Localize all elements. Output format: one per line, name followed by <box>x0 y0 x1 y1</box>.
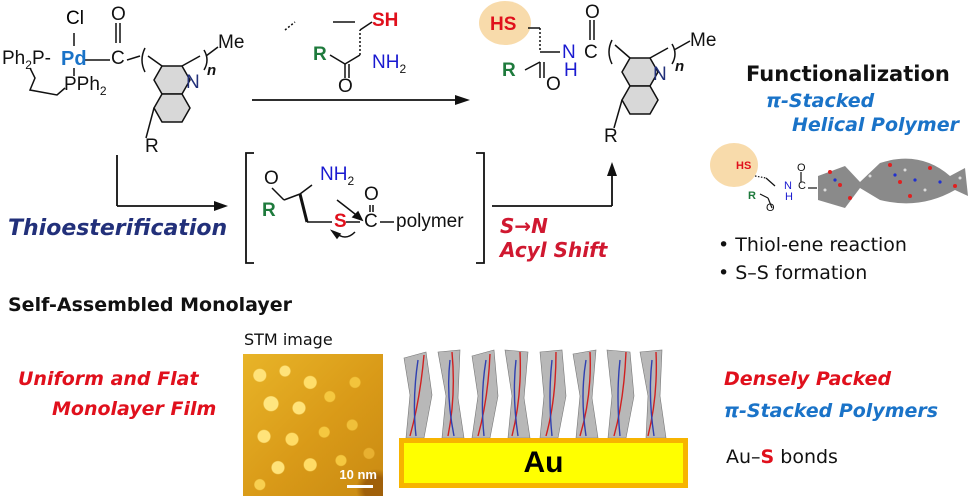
reagent-r-group: R <box>313 44 327 65</box>
uniform-line1: Uniform and Flat <box>18 368 199 390</box>
intermediate-thioester-carbon: C <box>364 211 378 232</box>
product-substituent-r: R <box>604 126 618 147</box>
intermediate-bonds <box>271 184 394 240</box>
reagent-carbonyl-oxygen: O <box>338 76 353 97</box>
acyl-shift-line2: Acyl Shift <box>500 238 608 262</box>
intermediate-brackets <box>245 152 485 264</box>
methyl-end-group: Me <box>218 32 245 53</box>
product-bonds <box>524 20 691 129</box>
quinoline-nitrogen: N <box>186 72 200 93</box>
mini-thiol: HS <box>736 160 752 172</box>
repeat-unit-n: n <box>207 62 217 79</box>
au-s-bonds-label: Au–S bonds <box>726 446 838 468</box>
diphenylphosphine-bottom: PPh2 <box>64 74 107 98</box>
mini-amide-n: N <box>784 180 792 192</box>
start-complex-bonds <box>28 23 219 139</box>
mini-amide-h: H <box>785 191 793 203</box>
gold-label: Au <box>523 446 564 479</box>
thiol-highlight-mini <box>710 143 758 187</box>
palladium-label: Pd <box>61 48 87 70</box>
intermediate-r-group: R <box>262 200 276 221</box>
intermediate-amine: NH2 <box>320 164 355 188</box>
mini-amide-o: O <box>797 162 806 174</box>
carbonyl-carbon: C <box>111 48 125 69</box>
mini-r-group: R <box>748 190 756 202</box>
packed-polymers-model <box>403 349 667 439</box>
product-r-group: R <box>502 60 516 81</box>
reagent-thiol: SH <box>372 10 399 31</box>
helical-polymer-line2: Helical Polymer <box>792 114 959 136</box>
reagent-amine: NH2 <box>372 52 407 76</box>
product-amide-oxygen: O <box>585 2 600 23</box>
gold-substrate: Au <box>399 438 688 488</box>
chloride-label: Cl <box>66 8 84 29</box>
mini-amide-c: C <box>798 180 806 192</box>
arrow-thioesterification <box>116 155 228 211</box>
product-methyl-end-group: Me <box>690 30 717 51</box>
intermediate-sulfur: S <box>334 211 347 232</box>
arrow-top <box>252 95 470 105</box>
product-amide-n: N <box>562 42 576 63</box>
intermediate-ketone-oxygen: O <box>264 168 279 189</box>
product-repeat-unit-n: n <box>675 58 685 75</box>
arrow-acyl-shift <box>492 162 617 207</box>
product-quinoline-nitrogen: N <box>653 64 667 85</box>
reagent-bonds <box>284 21 373 78</box>
helical-polymer-model <box>818 158 968 208</box>
thiol-highlight-product <box>479 1 531 45</box>
helical-polymer-line1: π-Stacked <box>766 90 875 112</box>
thioesterification-label: Thioesterification <box>8 216 228 241</box>
mini-product-bonds <box>754 172 817 209</box>
stm-caption: STM image <box>244 330 333 349</box>
intermediate-polymer-label: polymer <box>396 211 464 232</box>
product-thiol: HS <box>490 14 517 35</box>
mini-ketone-o: O <box>766 202 775 214</box>
product-carbonyl-oxygen: O <box>546 74 561 95</box>
stm-scale-bar <box>347 485 373 488</box>
substituent-r: R <box>145 136 159 157</box>
product-amide-carbon: C <box>584 42 598 63</box>
bullet-thiol-ene: • Thiol-ene reaction <box>718 234 907 256</box>
carbonyl-oxygen: O <box>111 4 126 25</box>
functionalization-heading: Functionalization <box>746 62 950 86</box>
sam-heading: Self-Assembled Monolayer <box>8 294 293 316</box>
product-amide-h: H <box>564 60 578 81</box>
densely-packed-line1: Densely Packed <box>724 368 892 390</box>
diphenylphosphine-left: Ph2P- <box>2 48 51 72</box>
uniform-line2: Monolayer Film <box>52 398 217 420</box>
stm-scale-label: 10 nm <box>339 467 377 482</box>
stm-image: 10 nm <box>243 354 383 496</box>
intermediate-thioester-oxygen: O <box>364 184 379 205</box>
densely-packed-line2: π-Stacked Polymers <box>724 400 939 422</box>
bullet-ss-formation: • S–S formation <box>718 262 868 284</box>
acyl-shift-line1: S→N <box>500 214 548 238</box>
